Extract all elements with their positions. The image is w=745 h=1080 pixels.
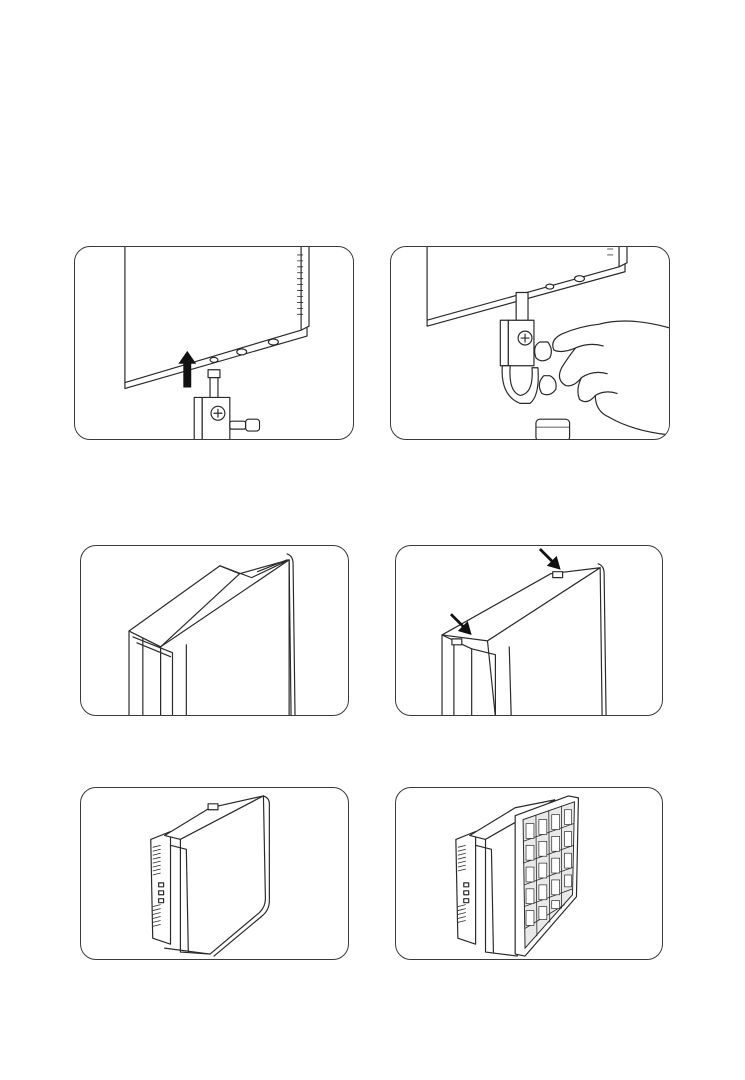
figure-barndoor-side-view	[80, 787, 349, 960]
side-view-illustration	[81, 788, 348, 959]
mount-illustration	[75, 247, 353, 439]
honeycomb-grid	[515, 796, 578, 956]
hand	[535, 321, 669, 435]
led-panel	[125, 247, 309, 389]
figure-softbox-fitted	[80, 545, 349, 716]
tighten-illustration	[391, 247, 669, 439]
light-stand	[500, 293, 569, 439]
led-panel	[442, 635, 472, 715]
softbox-clips-illustration	[396, 546, 662, 715]
figure-mount-panel-on-stand	[74, 246, 354, 440]
figure-honeycomb-grid-attached	[395, 787, 663, 960]
honeycomb-illustration	[396, 788, 662, 959]
down-arrow-icon	[539, 548, 561, 570]
led-panel	[151, 831, 171, 944]
softbox-diffuser	[165, 796, 270, 956]
figure-softbox-clips	[395, 545, 663, 716]
light-stand	[194, 370, 259, 439]
figure-tighten-stand-knob	[390, 246, 670, 440]
softbox-illustration	[81, 546, 348, 715]
led-panel	[456, 831, 476, 944]
